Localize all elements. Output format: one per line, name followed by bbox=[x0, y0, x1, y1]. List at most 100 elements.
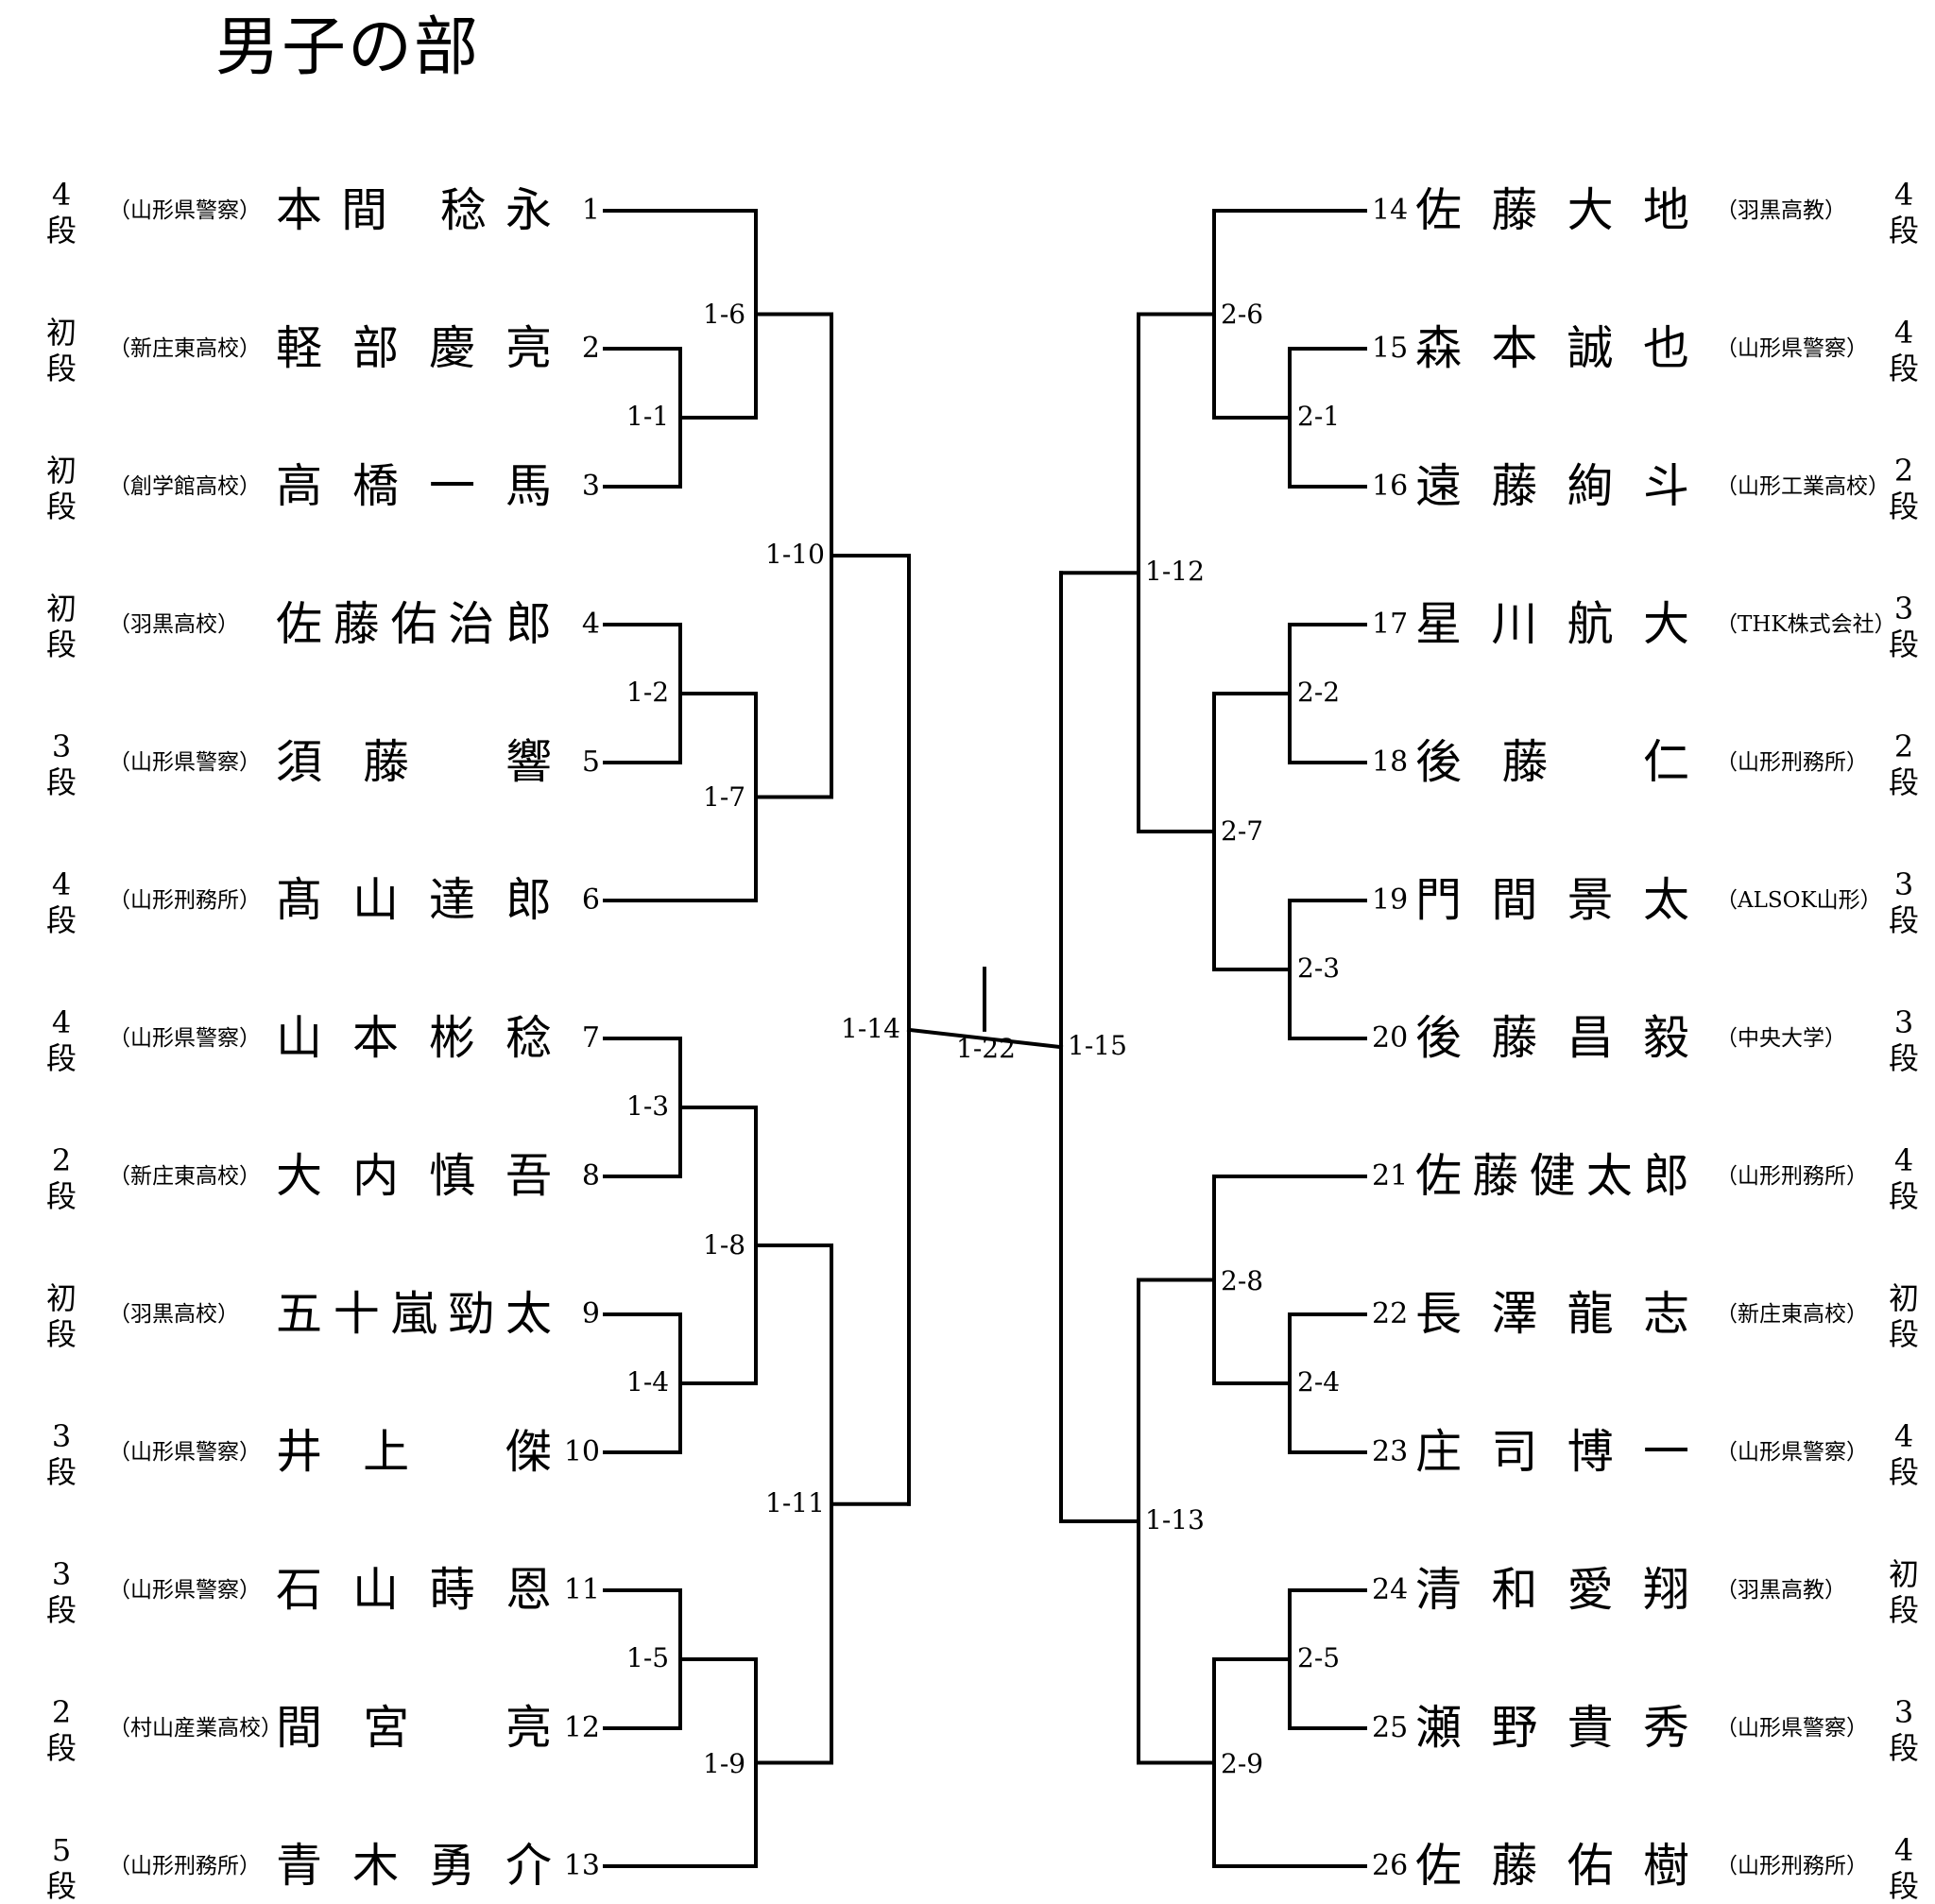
name-char: 亮 bbox=[505, 1701, 552, 1755]
rank-value: 初 bbox=[45, 453, 77, 489]
name-char: 郎 bbox=[505, 597, 552, 651]
seed-number: 21 bbox=[1372, 1159, 1409, 1192]
player-name: 石山蒔恩 bbox=[276, 1562, 552, 1619]
name-char: 昌 bbox=[1567, 1011, 1614, 1065]
name-char bbox=[450, 1700, 465, 1757]
seed-number: 26 bbox=[1372, 1849, 1409, 1882]
rank-unit: 段 bbox=[1888, 1178, 1919, 1214]
rank-value: 3 bbox=[51, 1556, 72, 1592]
name-char: 治 bbox=[448, 597, 495, 651]
name-char: 内 bbox=[351, 1149, 399, 1203]
seed-number: 25 bbox=[1372, 1711, 1409, 1744]
name-char: 勁 bbox=[448, 1287, 495, 1341]
name-char: 間 bbox=[276, 1701, 323, 1755]
name-char: 佑 bbox=[390, 597, 437, 651]
name-char: 司 bbox=[1491, 1425, 1538, 1479]
match-label-1-1: 1-1 bbox=[626, 401, 670, 432]
rank-label: 初段 bbox=[33, 1280, 90, 1352]
name-char: 永 bbox=[505, 183, 552, 237]
seed-number: 7 bbox=[581, 1021, 600, 1055]
match-label-1-14: 1-14 bbox=[841, 1012, 900, 1044]
affiliation: （山形刑務所） bbox=[109, 1854, 261, 1878]
rank-value: 3 bbox=[1893, 866, 1914, 902]
match-label-2-8: 2-8 bbox=[1221, 1265, 1264, 1296]
rank-unit: 段 bbox=[1888, 489, 1919, 524]
name-char: 一 bbox=[428, 459, 475, 513]
name-char: 藤 bbox=[333, 597, 380, 651]
name-char: 佐 bbox=[1415, 1149, 1463, 1203]
rank-value: 初 bbox=[1888, 1280, 1919, 1316]
player-name: 門間景太 bbox=[1415, 872, 1689, 929]
affiliation: （THK株式会社） bbox=[1716, 612, 1896, 637]
player-name: 髙山達郎 bbox=[276, 872, 552, 929]
match-label-1-12: 1-12 bbox=[1145, 556, 1205, 588]
match-label-1-13: 1-13 bbox=[1145, 1504, 1205, 1535]
name-char: 稔 bbox=[439, 183, 487, 237]
player-name: 長澤龍志 bbox=[1415, 1286, 1689, 1343]
name-char: 介 bbox=[505, 1839, 552, 1893]
name-char: 藤 bbox=[1472, 1149, 1519, 1203]
match-label-1-15: 1-15 bbox=[1068, 1030, 1127, 1062]
rank-unit: 段 bbox=[1888, 1040, 1919, 1076]
player-name: 星川航大 bbox=[1415, 596, 1689, 653]
player-name: 軽部慶亮 bbox=[276, 320, 552, 377]
seed-number: 19 bbox=[1372, 883, 1409, 917]
match-label-2-4: 2-4 bbox=[1297, 1366, 1341, 1398]
match-label-2-1: 2-1 bbox=[1297, 401, 1341, 432]
affiliation: （山形県警察） bbox=[1716, 336, 1868, 361]
name-char: 瀬 bbox=[1415, 1701, 1463, 1755]
rank-unit: 段 bbox=[1888, 1316, 1919, 1352]
name-char: 亮 bbox=[505, 321, 552, 375]
name-char: 誠 bbox=[1567, 321, 1614, 375]
match-label-1-10: 1-10 bbox=[765, 539, 825, 570]
name-char: 秀 bbox=[1642, 1701, 1689, 1755]
name-char: 山 bbox=[276, 1011, 323, 1065]
name-char: 長 bbox=[1415, 1287, 1463, 1341]
name-char: 藤 bbox=[1491, 459, 1538, 513]
name-char: 間 bbox=[1491, 873, 1538, 927]
match-label-2-9: 2-9 bbox=[1221, 1748, 1264, 1779]
name-char: 樹 bbox=[1642, 1839, 1689, 1893]
name-char: 健 bbox=[1529, 1149, 1576, 1203]
seed-number: 23 bbox=[1372, 1435, 1409, 1468]
name-char: 貴 bbox=[1567, 1701, 1614, 1755]
seed-number: 3 bbox=[581, 470, 600, 503]
name-char: 郎 bbox=[1642, 1149, 1689, 1203]
match-label-1-11: 1-11 bbox=[765, 1486, 825, 1518]
rank-value: 4 bbox=[1893, 1142, 1914, 1178]
name-char: 大 bbox=[276, 1149, 323, 1203]
rank-unit: 段 bbox=[45, 1730, 77, 1766]
rank-unit: 段 bbox=[1888, 1592, 1919, 1628]
name-char: 航 bbox=[1567, 597, 1614, 651]
rank-unit: 段 bbox=[45, 1040, 77, 1076]
name-char: 井 bbox=[276, 1425, 323, 1479]
name-char: 馬 bbox=[505, 459, 552, 513]
player-name: 高橋一馬 bbox=[276, 458, 552, 515]
match-label-1-4: 1-4 bbox=[626, 1366, 670, 1398]
seed-number: 4 bbox=[581, 608, 600, 641]
rank-unit: 段 bbox=[45, 1316, 77, 1352]
name-char: 本 bbox=[1491, 321, 1538, 375]
seed-number: 14 bbox=[1372, 194, 1409, 227]
name-char: 藤 bbox=[1501, 735, 1549, 789]
name-char: 佐 bbox=[1415, 183, 1463, 237]
rank-label: 初段 bbox=[33, 453, 90, 524]
match-label-2-2: 2-2 bbox=[1297, 677, 1341, 708]
name-char: 後 bbox=[1415, 1011, 1463, 1065]
name-char: 藤 bbox=[1491, 183, 1538, 237]
rank-label: 初段 bbox=[1875, 1556, 1932, 1628]
name-char: 門 bbox=[1415, 873, 1463, 927]
match-label-1-7: 1-7 bbox=[703, 781, 746, 813]
name-char: 響 bbox=[505, 735, 552, 789]
rank-value: 2 bbox=[51, 1142, 72, 1178]
rank-unit: 段 bbox=[45, 764, 77, 800]
match-label-1-3: 1-3 bbox=[626, 1090, 670, 1122]
affiliation: （山形刑務所） bbox=[1716, 1164, 1868, 1189]
match-label-2-5: 2-5 bbox=[1297, 1642, 1341, 1673]
